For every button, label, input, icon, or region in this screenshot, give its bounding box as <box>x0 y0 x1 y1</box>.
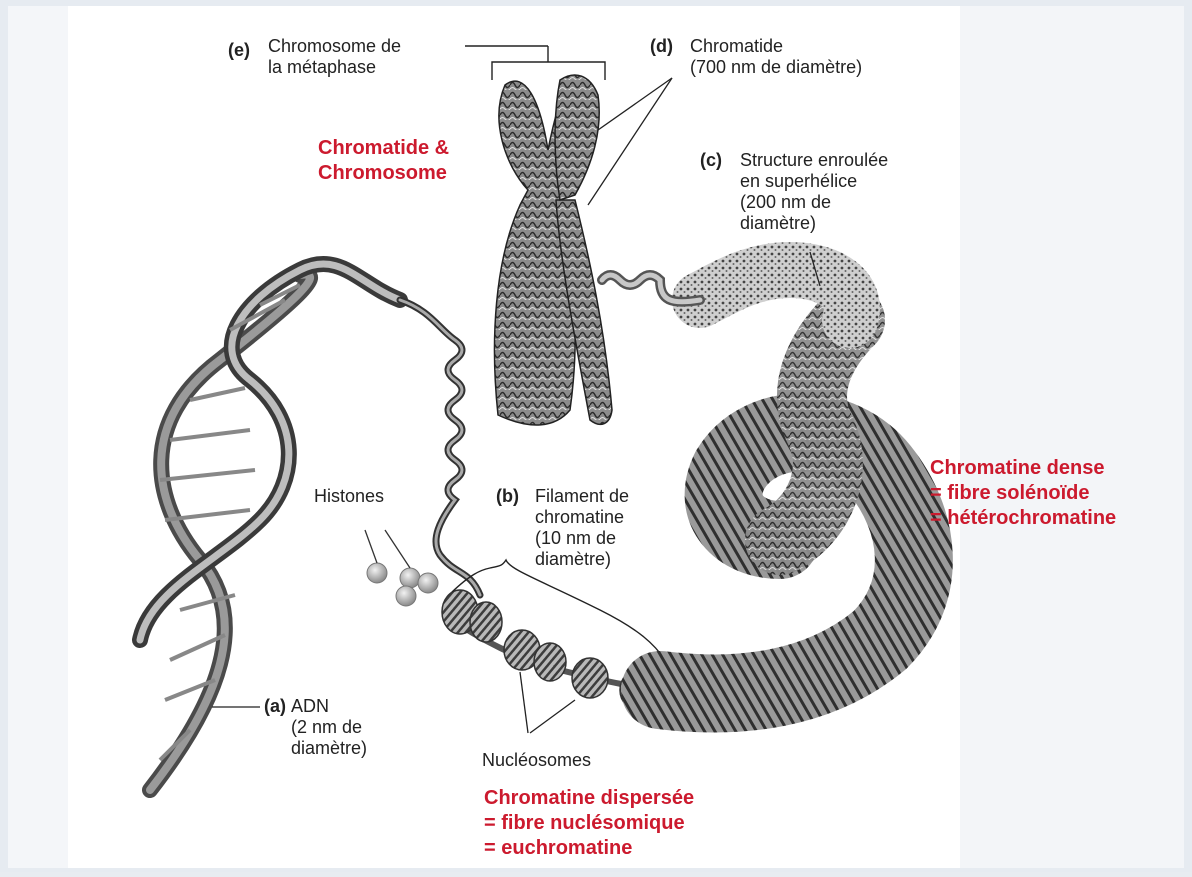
label-letter-a: (a) <box>264 696 286 716</box>
annotation-chromatide-line-1: Chromatide & <box>318 136 449 161</box>
annotation-chromatide-line-2: Chromosome <box>318 161 449 186</box>
label-c-line-2: en superhélice <box>740 171 888 192</box>
label-letter-e: (e) <box>228 40 250 60</box>
label-filament: (b) <box>496 486 519 507</box>
label-metaphase-chromosome: (e) <box>228 40 250 61</box>
annotation-chromatide-chromosome: Chromatide & Chromosome <box>318 136 449 186</box>
label-b-line-4: diamètre) <box>535 549 629 570</box>
label-chromatide: (d) <box>650 36 673 57</box>
annotation-dense-line-3: = hétérochromatine <box>930 506 1116 531</box>
label-c-line-1: Structure enroulée <box>740 150 888 171</box>
label-letter-d: (d) <box>650 36 673 56</box>
right-shade <box>960 6 1184 868</box>
label-metaphase-text: Chromosome de la métaphase <box>268 36 401 78</box>
annotation-dense-line-2: = fibre solénoïde <box>930 481 1116 506</box>
label-letter-c: (c) <box>700 150 722 170</box>
label-filament-text: Filament de chromatine (10 nm de diamètr… <box>535 486 629 570</box>
label-a-line-3: diamètre) <box>291 738 367 759</box>
label-b-line-2: chromatine <box>535 507 629 528</box>
label-e-line-2: la métaphase <box>268 57 401 78</box>
annotation-dense-line-1: Chromatine dense <box>930 456 1116 481</box>
label-d-line-2: (700 nm de diamètre) <box>690 57 862 78</box>
label-d-line-1: Chromatide <box>690 36 862 57</box>
annotation-dispersee-line-2: = fibre nuclésomique <box>484 811 694 836</box>
annotation-chromatine-dispersee: Chromatine dispersée = fibre nuclésomiqu… <box>484 786 694 861</box>
label-dna-text: ADN (2 nm de diamètre) <box>291 696 367 759</box>
label-letter-b: (b) <box>496 486 519 506</box>
annotation-chromatine-dense: Chromatine dense = fibre solénoïde = hét… <box>930 456 1116 531</box>
label-chromatide-text: Chromatide (700 nm de diamètre) <box>690 36 862 78</box>
label-superhelix: (c) <box>700 150 722 171</box>
label-superhelix-text: Structure enroulée en superhélice (200 n… <box>740 150 888 234</box>
label-b-line-3: (10 nm de <box>535 528 629 549</box>
annotation-dispersee-line-1: Chromatine dispersée <box>484 786 694 811</box>
label-a-line-2: (2 nm de <box>291 717 367 738</box>
label-nucleosomes: Nucléosomes <box>482 750 591 771</box>
left-shade <box>8 6 68 868</box>
label-a-line-1: ADN <box>291 696 367 717</box>
label-dna: (a) <box>264 696 286 717</box>
label-b-line-1: Filament de <box>535 486 629 507</box>
label-c-line-3: (200 nm de <box>740 192 888 213</box>
label-c-line-4: diamètre) <box>740 213 888 234</box>
label-e-line-1: Chromosome de <box>268 36 401 57</box>
annotation-dispersee-line-3: = euchromatine <box>484 836 694 861</box>
label-histones: Histones <box>314 486 384 507</box>
